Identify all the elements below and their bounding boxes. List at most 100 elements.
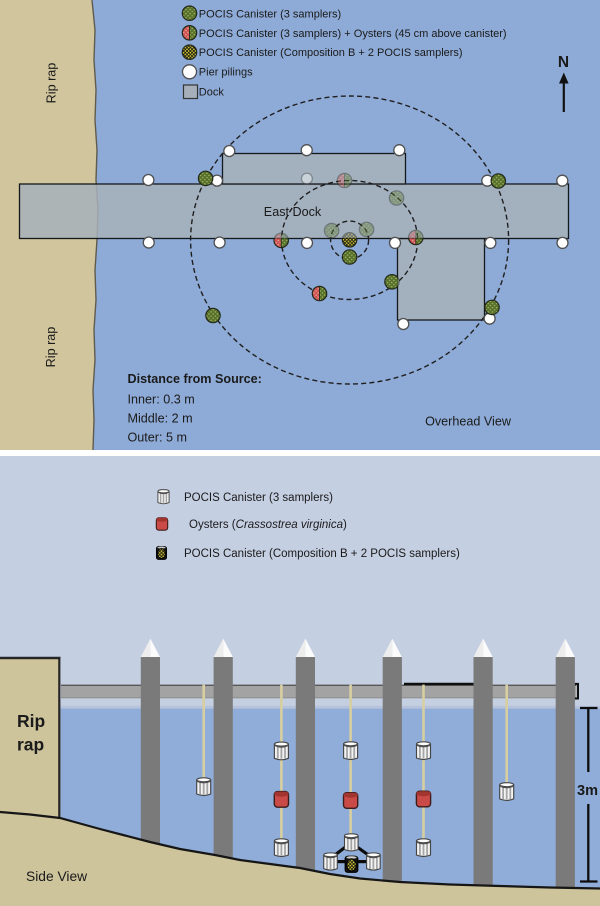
dock-bar bbox=[61, 682, 579, 700]
redgreen-marker bbox=[273, 238, 289, 249]
pier-piling bbox=[397, 317, 410, 331]
distance-title: Distance from Source: bbox=[128, 372, 262, 386]
legend-label-canister: POCIS Canister (3 samplers) bbox=[184, 492, 333, 504]
redgreen-marker bbox=[311, 285, 328, 302]
depth-marker bbox=[580, 706, 598, 883]
piling-cap bbox=[305, 638, 315, 657]
green-marker bbox=[358, 221, 375, 238]
rip-rap-label-lower: Rip rap bbox=[44, 327, 58, 368]
rip-rap-line1: Rip bbox=[17, 711, 45, 731]
piling-cap bbox=[483, 638, 493, 657]
legend-icon-compb bbox=[155, 545, 168, 560]
sampler-items bbox=[196, 741, 515, 873]
marker-in-water-part bbox=[273, 238, 289, 249]
side-pilings bbox=[140, 638, 575, 893]
compb-canister-icon bbox=[344, 855, 359, 873]
legend-swatch-yellow bbox=[181, 44, 198, 60]
rip-rap-block bbox=[0, 657, 61, 832]
seabed bbox=[0, 812, 600, 906]
piling-cap bbox=[565, 638, 575, 657]
redgreen-marker bbox=[273, 232, 289, 239]
pocis-canister-icon bbox=[323, 852, 338, 871]
pier-pilings bbox=[142, 144, 569, 331]
side-view-panel: POCIS Canister (3 samplers) Oysters (Cra… bbox=[0, 456, 600, 906]
side-piling bbox=[213, 638, 233, 862]
pier-piling bbox=[213, 236, 226, 249]
piling-cap bbox=[150, 638, 160, 657]
rip-rap-label-upper: Rip rap bbox=[45, 63, 59, 104]
legend-swatch-redgreen bbox=[181, 24, 198, 41]
marker-under-dock-part bbox=[397, 276, 400, 288]
pier-piling bbox=[300, 236, 314, 250]
piling-cap bbox=[223, 638, 233, 657]
legend-label-oysters: Oysters (Crassostrea virginica) bbox=[189, 519, 347, 531]
pier-piling bbox=[484, 236, 497, 250]
marker-under-dock-part bbox=[408, 229, 424, 239]
piling-marker bbox=[300, 172, 314, 185]
distance-from-source-block: Distance from Source: Inner: 0.3 m Middl… bbox=[128, 372, 262, 444]
legend-icon-oyster bbox=[155, 517, 169, 531]
piling-cap-shaded bbox=[295, 638, 306, 657]
oyster-icon bbox=[415, 790, 432, 808]
top-legend-labels: POCIS Canister (3 samplers) POCIS Canist… bbox=[199, 8, 507, 98]
legend-label-pocis-oysters: POCIS Canister (3 samplers) + Oysters (4… bbox=[199, 28, 507, 40]
green-marker bbox=[205, 307, 221, 324]
legend-label-pocis-3: POCIS Canister (3 samplers) bbox=[199, 8, 341, 20]
inner-distance-circle bbox=[329, 220, 370, 260]
pier-piling bbox=[300, 144, 313, 157]
legend-label-compb: POCIS Canister (Composition B + 2 POCIS … bbox=[184, 548, 460, 560]
legend-swatch-green bbox=[181, 5, 198, 21]
seabed-line bbox=[0, 810, 600, 890]
marker-under-dock-part bbox=[341, 232, 358, 239]
side-view-label: Side View bbox=[26, 869, 87, 884]
redgreen-marker bbox=[336, 172, 353, 189]
overhead-view-label: Overhead View bbox=[425, 415, 512, 429]
green-marker bbox=[341, 249, 358, 265]
pier-piling bbox=[556, 174, 569, 187]
legend-swatch-piling bbox=[181, 64, 198, 80]
piling-cap-shaded bbox=[473, 638, 484, 657]
upper-dock bbox=[221, 152, 407, 186]
legend-label-pocis-compb: POCIS Canister (Composition B + 2 POCIS … bbox=[199, 47, 463, 59]
pocis-canister-icon bbox=[499, 782, 515, 801]
piling-cap-shaded bbox=[140, 638, 151, 657]
distance-inner: Inner: 0.3 m bbox=[128, 392, 195, 406]
pocis-canister-icon bbox=[273, 741, 289, 761]
redgreen-marker bbox=[408, 229, 424, 239]
pocis-canister-icon bbox=[196, 777, 212, 797]
pocis-canister-icon bbox=[273, 838, 289, 858]
north-arrow-head bbox=[559, 72, 569, 84]
north-arrow bbox=[559, 72, 569, 112]
pocis-canister-icon bbox=[415, 838, 432, 858]
marker-in-water-part bbox=[384, 274, 398, 290]
water-surface-band bbox=[58, 705, 600, 709]
pocis-canister-icon bbox=[415, 741, 432, 761]
pier-piling bbox=[393, 144, 406, 157]
legend-swatches bbox=[181, 5, 199, 100]
marker-under-dock-part bbox=[273, 232, 289, 239]
side-piling bbox=[555, 638, 575, 893]
green-marker bbox=[388, 190, 405, 206]
pocis-canister-icon bbox=[343, 833, 359, 852]
sampler-markers bbox=[197, 170, 507, 324]
bottom-legend-labels: POCIS Canister (3 samplers) Oysters (Cra… bbox=[184, 492, 460, 560]
legend-icons bbox=[155, 489, 170, 560]
side-piling bbox=[473, 638, 493, 891]
piling-cap-shaded bbox=[555, 638, 566, 657]
legend-label-pier-pilings: Pier pilings bbox=[199, 67, 253, 79]
square-dock bbox=[396, 237, 486, 321]
pier-piling bbox=[142, 236, 155, 249]
sampler-strings bbox=[202, 684, 509, 848]
pocis-canister-icon bbox=[343, 741, 359, 761]
marker-in-water-part bbox=[408, 238, 424, 246]
legend-label-dock: Dock bbox=[199, 86, 225, 98]
oyster-icon bbox=[342, 792, 359, 810]
green-marker bbox=[397, 276, 400, 288]
legend-icon-canister bbox=[157, 489, 170, 505]
piling-cap-shaded bbox=[382, 638, 393, 657]
north-label: N bbox=[558, 54, 569, 71]
overhead-view-panel: POCIS Canister (3 samplers) POCIS Canist… bbox=[0, 0, 600, 450]
green-marker bbox=[484, 299, 500, 316]
side-piling bbox=[295, 638, 315, 875]
